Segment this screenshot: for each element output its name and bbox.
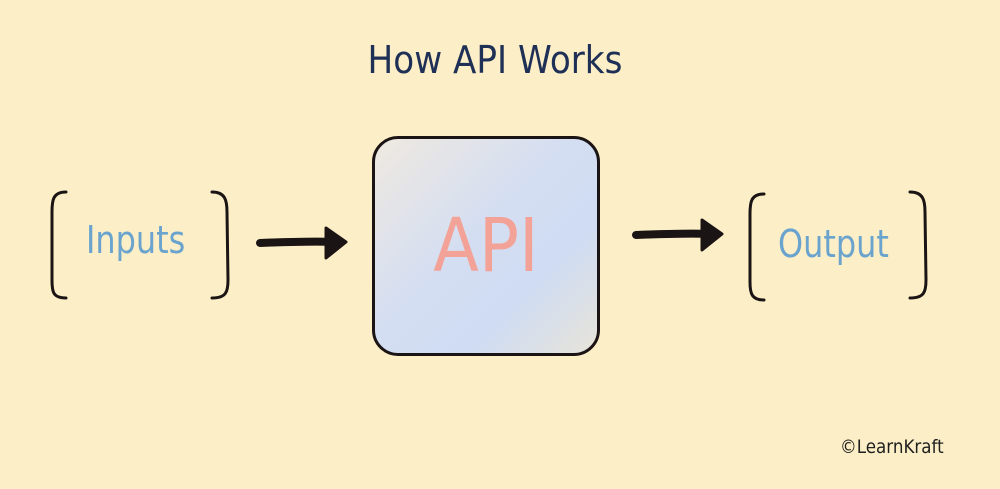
api-label: API <box>433 203 539 289</box>
output-bracket-group <box>744 188 934 304</box>
credit-text: ©LearnKraft <box>840 436 944 458</box>
api-box: API <box>372 136 600 356</box>
output-label: Output <box>778 222 889 266</box>
input-bracket-group <box>46 188 236 304</box>
inputs-label: Inputs <box>86 218 186 262</box>
input-brackets-icon <box>50 190 230 300</box>
input-arrow-icon <box>256 226 348 260</box>
diagram-title: How API Works <box>367 38 623 82</box>
output-arrow-icon <box>632 218 724 252</box>
output-brackets-icon <box>748 190 928 302</box>
